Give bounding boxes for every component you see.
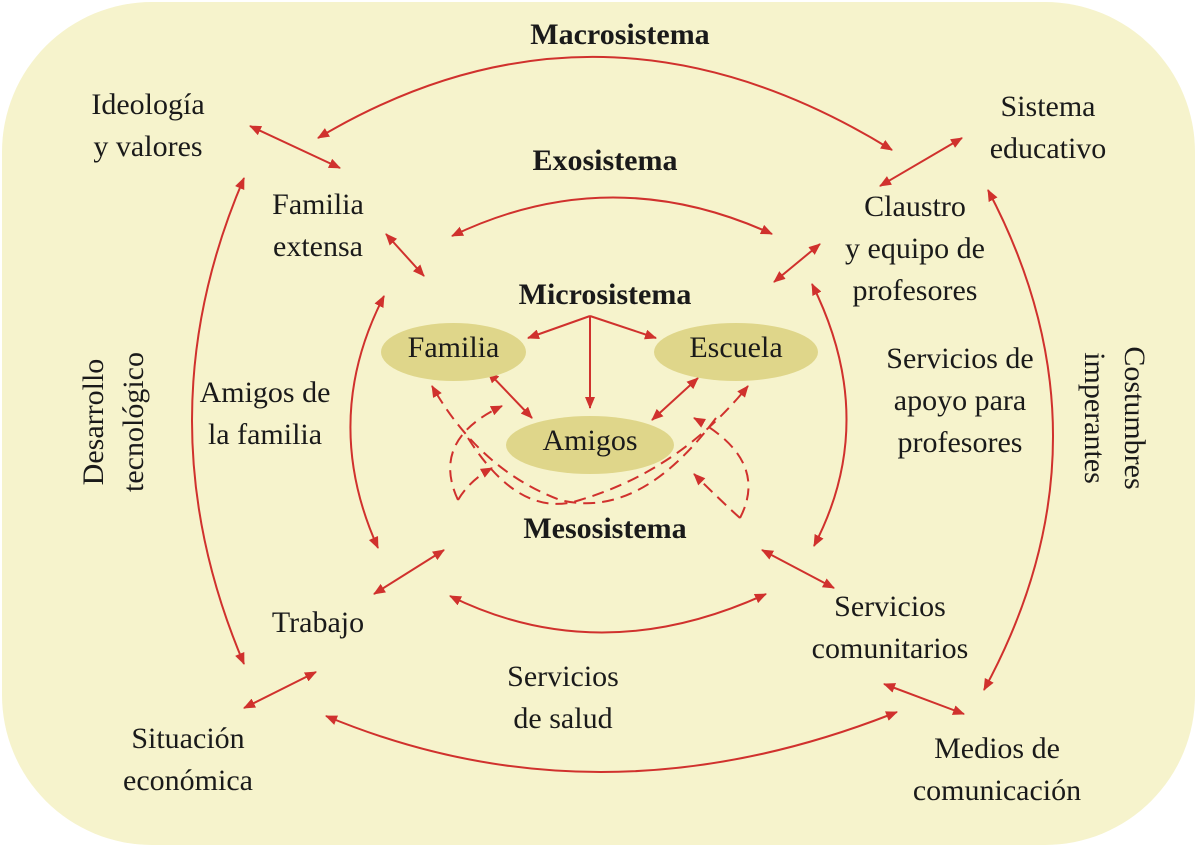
arc-macro-right: [983, 189, 1054, 691]
micro-to-school: [589, 315, 657, 340]
macrosystem-title: Macrosistema: [530, 18, 710, 51]
arc-macro-left: [191, 177, 245, 665]
community-services-label: Servicios comunitarios: [780, 586, 1000, 670]
economic-situation-line-2: económica: [123, 764, 253, 797]
microsystem-title: Microsistema: [518, 278, 692, 311]
family-friends-label: Amigos de la familia: [180, 372, 350, 456]
meso-dashed-3: [449, 405, 503, 501]
tech-development-line-1: Desarrollo: [77, 358, 110, 486]
arc-macro-bottom: [325, 711, 898, 773]
extended-family-label: Familia extensa: [238, 184, 398, 268]
community-services-line-1: Servicios: [834, 590, 946, 623]
tech-development-label: Desarrollo tecnológico: [74, 322, 154, 522]
health-services-line-1: Servicios: [507, 660, 619, 693]
friends-ellipse: [506, 416, 674, 474]
media-label: Medios de comunicación: [884, 728, 1110, 812]
economic-situation-line-1: Situación: [131, 722, 245, 755]
friends-label: Amigos: [542, 424, 638, 457]
customs-line-2: imperantes: [1078, 352, 1111, 484]
ideology-line-2: y valores: [93, 130, 203, 163]
link-comunitarios: [761, 549, 835, 589]
tech-development-line-2: tecnológico: [117, 352, 150, 492]
faculty-line-3: profesores: [852, 274, 978, 307]
teacher-support-line-3: profesores: [897, 426, 1023, 459]
link-family-ext: [385, 233, 425, 277]
meso-dashed-4: [693, 417, 750, 519]
ideology-line-1: Ideología: [91, 88, 205, 121]
teacher-support-label: Servicios de apoyo para profesores: [862, 338, 1058, 464]
school-ellipse: [654, 323, 818, 381]
ideology-label: Ideología y valores: [60, 84, 236, 168]
arc-macro-top: [317, 56, 893, 151]
meso-dashed-1: [467, 385, 749, 505]
work-label: Trabajo: [271, 606, 365, 639]
exosystem-title: Exosistema: [532, 144, 678, 177]
customs-label: Costumbres imperantes: [1074, 318, 1154, 518]
extended-family-line-1: Familia: [272, 188, 364, 221]
family-friends-line-2: la familia: [207, 418, 323, 451]
link-trabajo: [373, 549, 445, 595]
mesosystem-title: Mesosistema: [523, 512, 687, 545]
family-label: Familia: [407, 331, 500, 364]
meso-dashed-2: [431, 385, 717, 505]
education-system-label: Sistema educativo: [960, 86, 1136, 170]
arc-exo-right: [811, 283, 848, 547]
faculty-label: Claustro y equipo de profesores: [820, 186, 1010, 312]
link-esc-amigos: [651, 377, 699, 421]
health-services-label: Servicios de salud: [478, 656, 648, 740]
meso-dashed-6: [693, 473, 741, 519]
teacher-support-line-1: Servicios de: [886, 342, 1034, 375]
media-line-2: comunicación: [912, 774, 1082, 807]
link-ideology-family: [249, 125, 341, 169]
link-medios: [883, 683, 965, 715]
link-fam-amigos: [487, 371, 533, 419]
health-services-line-2: de salud: [513, 702, 613, 735]
economic-situation-label: Situación económica: [100, 718, 276, 802]
link-situacion: [243, 671, 317, 709]
arc-exo-bottom: [449, 593, 767, 634]
education-system-line-2: educativo: [989, 132, 1107, 165]
teacher-support-line-2: apoyo para: [893, 384, 1027, 417]
link-faculty: [773, 243, 821, 283]
customs-line-1: Costumbres: [1118, 346, 1151, 490]
meso-dashed-5: [457, 467, 493, 501]
school-label: Escuela: [689, 331, 783, 364]
extended-family-line-2: extensa: [273, 230, 363, 263]
media-line-1: Medios de: [934, 732, 1060, 765]
arc-exo-top: [451, 196, 773, 237]
education-system-line-1: Sistema: [1000, 90, 1096, 123]
link-educ-faculty: [879, 137, 963, 187]
family-ellipse: [381, 323, 526, 381]
family-friends-line-1: Amigos de: [199, 376, 331, 409]
micro-to-family: [527, 315, 591, 340]
arc-exo-left: [349, 295, 385, 549]
faculty-line-1: Claustro: [864, 190, 966, 223]
community-services-line-2: comunitarios: [811, 632, 969, 665]
faculty-line-2: y equipo de: [845, 232, 985, 265]
